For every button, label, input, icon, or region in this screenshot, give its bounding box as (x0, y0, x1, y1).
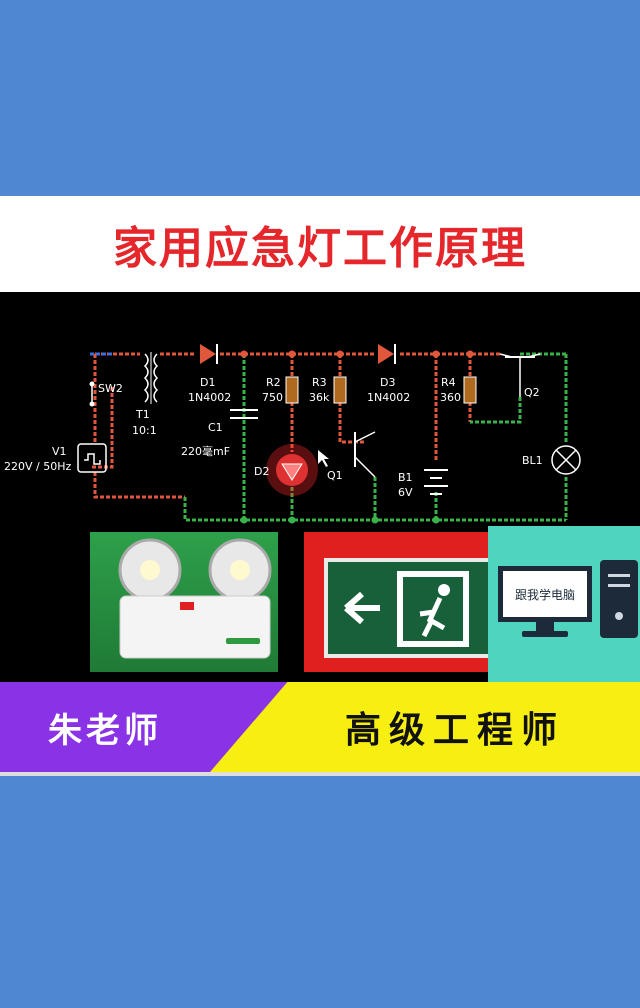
label-r3: R3 (312, 376, 327, 389)
follow-badge[interactable]: 跟我学电脑 (488, 526, 640, 682)
label-c1: C1 (208, 421, 223, 434)
label-r3-value: 36k (309, 391, 330, 404)
label-d1-part: 1N4002 (188, 391, 231, 404)
label-d3: D3 (380, 376, 395, 389)
label-v1-value: 220V / 50Hz (4, 460, 71, 473)
exit-sign-photo (304, 532, 494, 672)
page-title: 家用应急灯工作原理 (113, 223, 527, 274)
top-blue-band (0, 0, 640, 196)
monitor-base (522, 631, 568, 637)
teacher-role: 高级工程师 (344, 709, 565, 751)
video-frame[interactable]: SW2 T1 10:1 V1 220V / 50Hz D1 1N4002 C1 … (0, 292, 640, 682)
monitor-stand (536, 622, 554, 632)
circuit-diagram: SW2 T1 10:1 V1 220V / 50Hz D1 1N4002 C1 … (4, 344, 581, 524)
emergency-lamp-photo (90, 532, 278, 672)
label-q2: Q2 (524, 386, 540, 399)
label-t1: T1 (135, 408, 150, 421)
label-r4: R4 (441, 376, 456, 389)
label-sw2: SW2 (98, 382, 123, 395)
label-d1: D1 (200, 376, 215, 389)
label-c1-value: 220毫mF (181, 444, 230, 458)
label-v1: V1 (52, 445, 67, 458)
label-r2-value: 750 (262, 391, 283, 404)
label-b1: B1 (398, 471, 413, 484)
label-d2: D2 (254, 465, 269, 478)
divider (0, 772, 640, 776)
label-bl1: BL1 (522, 454, 543, 467)
label-r2: R2 (266, 376, 281, 389)
computer-tower-icon (600, 560, 638, 638)
badge-text: 跟我学电脑 (514, 587, 575, 602)
label-b1-value: 6V (398, 486, 413, 499)
presenter-banner: 朱老师 高级工程师 (0, 682, 640, 772)
label-q1: Q1 (327, 469, 343, 482)
label-r4-value: 360 (440, 391, 461, 404)
teacher-name: 朱老师 (48, 710, 162, 751)
label-t1-ratio: 10:1 (132, 424, 157, 437)
bottom-blue-band (0, 776, 640, 1008)
role-panel: 高级工程师 (210, 682, 640, 772)
label-d3-part: 1N4002 (367, 391, 410, 404)
monitor-icon: 跟我学电脑 (498, 566, 592, 622)
